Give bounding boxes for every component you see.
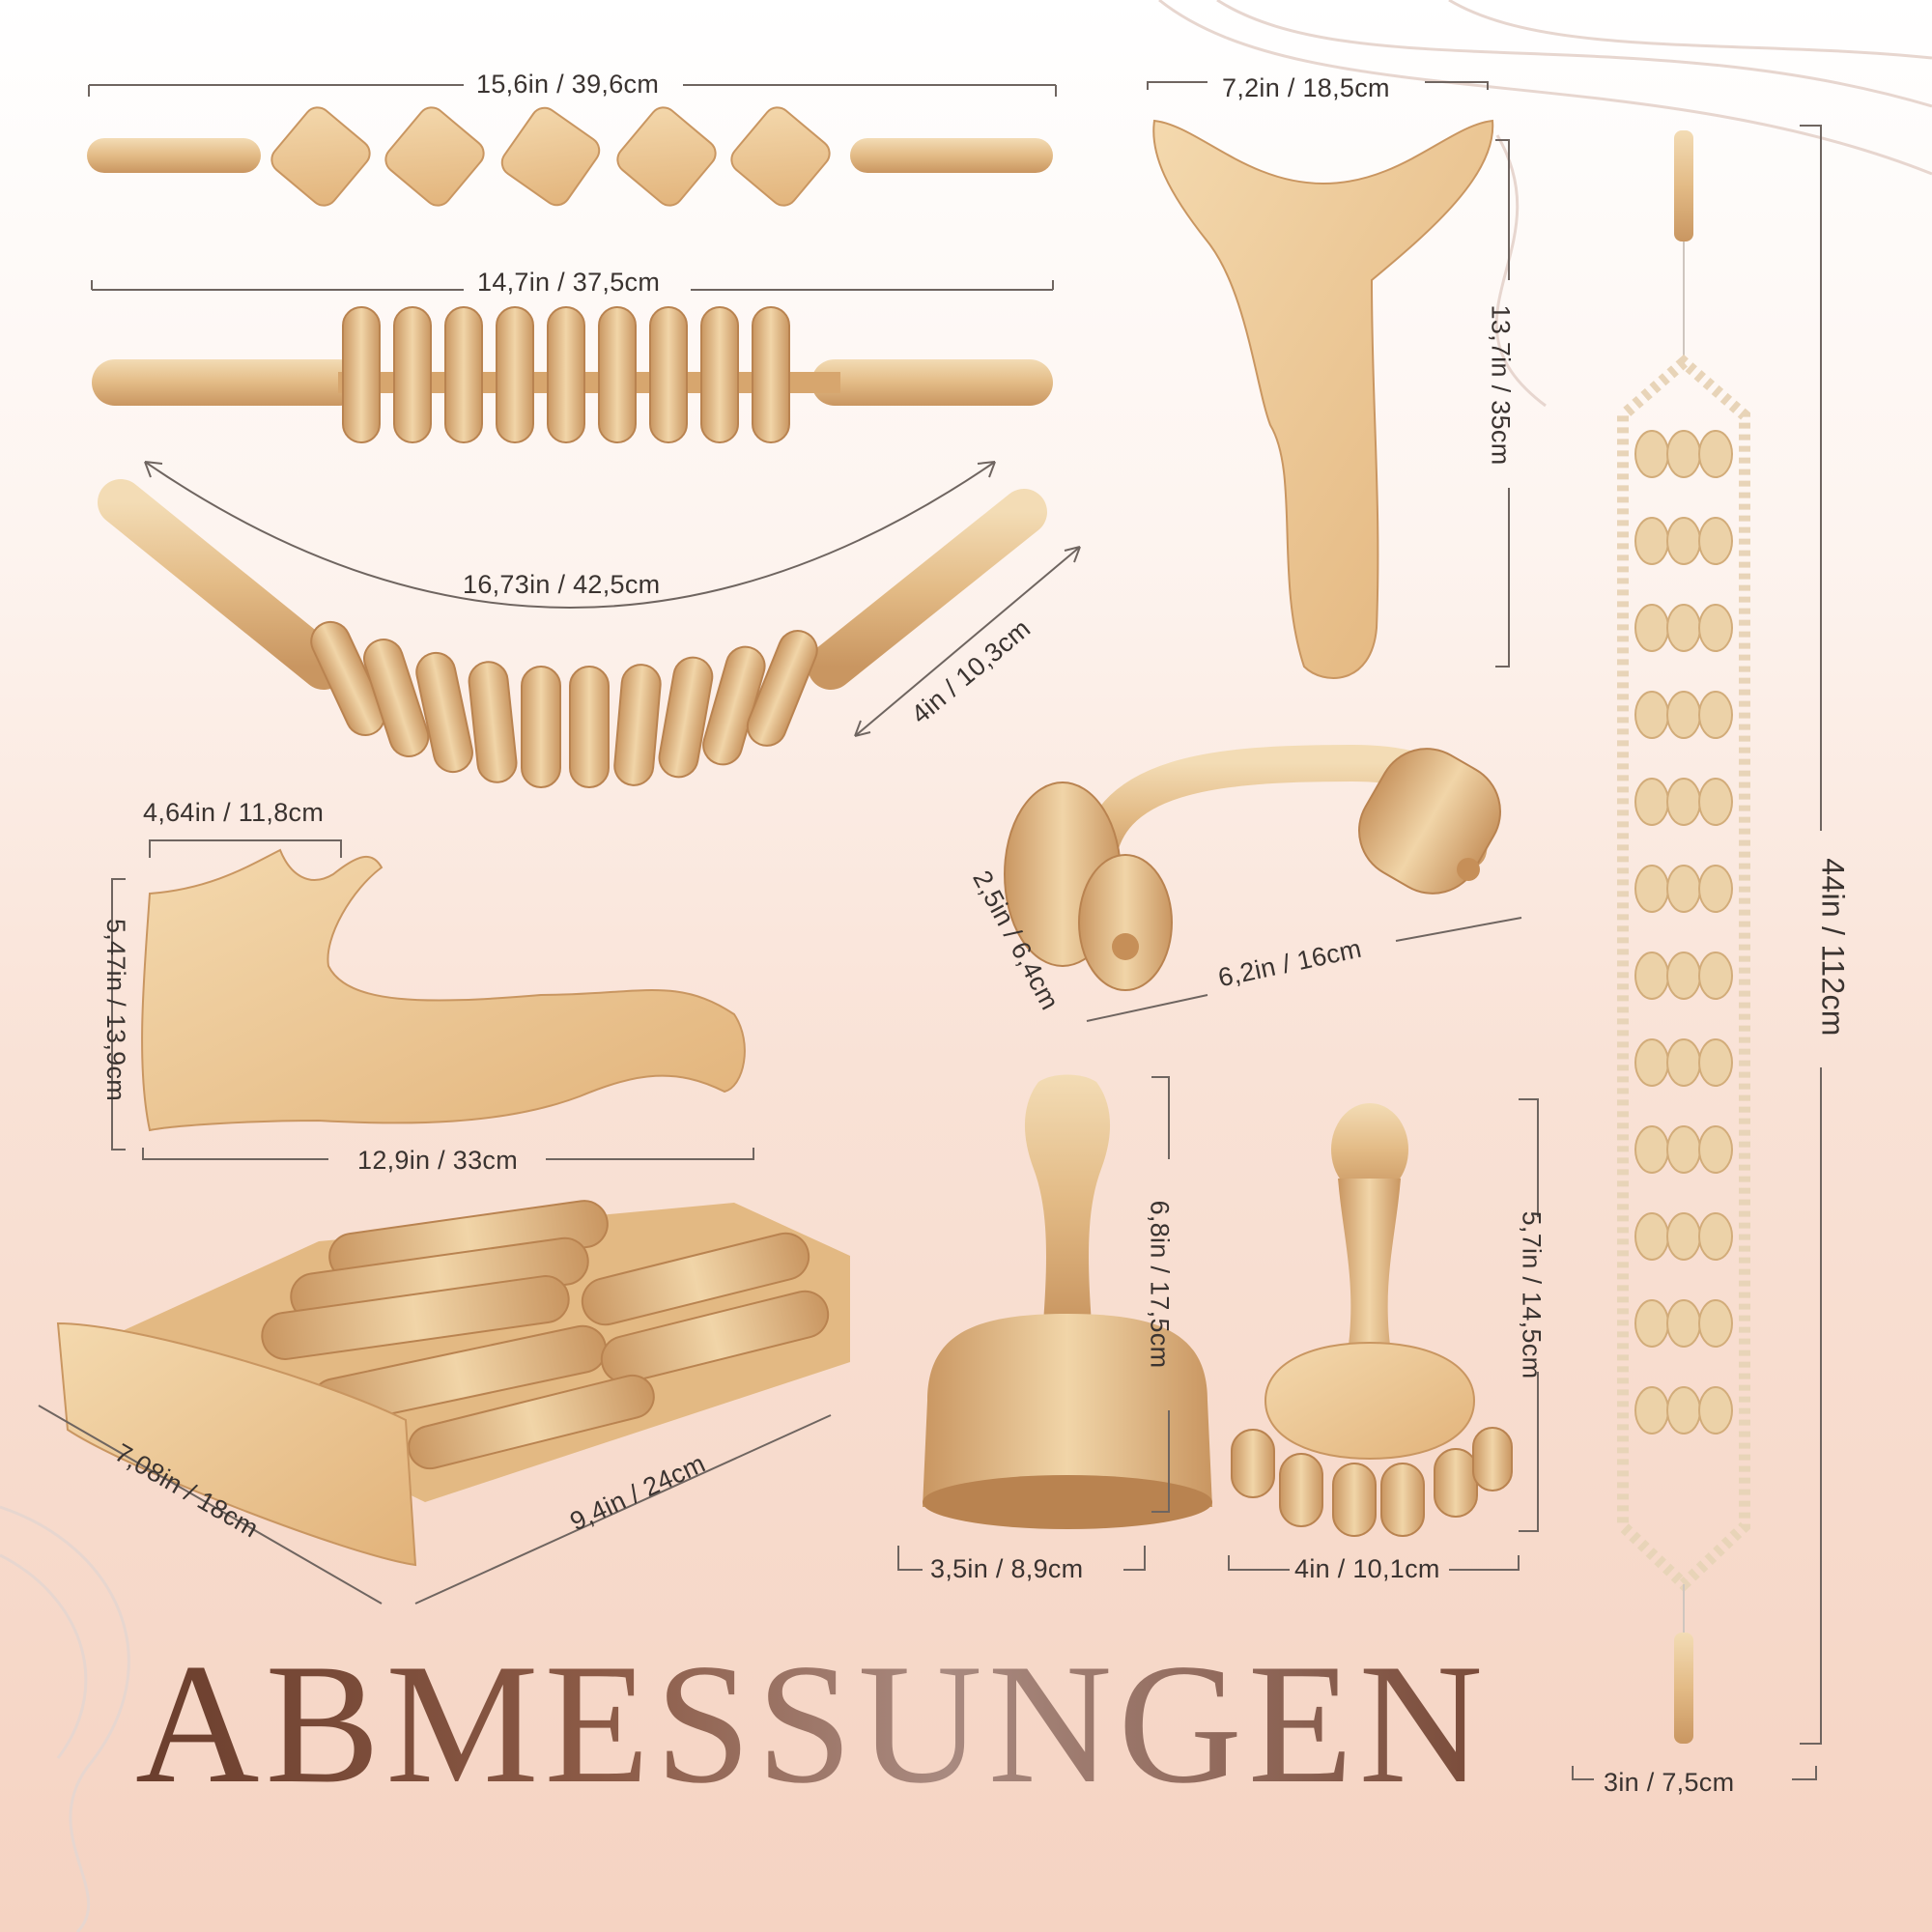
bead xyxy=(1698,1125,1733,1174)
dim-line-face-roller xyxy=(1086,917,1522,1022)
bead xyxy=(1698,1386,1733,1435)
bead xyxy=(1634,1125,1669,1174)
bead xyxy=(1634,1299,1669,1348)
dim-label-cup-width: 3,5in / 8,9cm xyxy=(930,1554,1084,1583)
dim-label-wheel-roller-length: 14,7in / 37,5cm xyxy=(477,268,661,297)
bead xyxy=(1634,430,1669,478)
bead xyxy=(1634,1038,1669,1087)
bead xyxy=(1666,778,1701,826)
dim-line-gua-sha-board xyxy=(111,839,754,1160)
bead xyxy=(1634,604,1669,652)
dim-line-y-scraper xyxy=(1147,81,1510,668)
bead xyxy=(1634,1212,1669,1261)
dim-label-gua-sha-length: 12,9in / 33cm xyxy=(357,1146,518,1175)
bead xyxy=(1698,778,1733,826)
bead xyxy=(1698,1212,1733,1261)
bead xyxy=(1666,517,1701,565)
bead xyxy=(1666,1125,1701,1174)
dim-label-gua-sha-height: 5,47in / 13,9cm xyxy=(101,918,131,1102)
dim-label-back-beads-width: 3in / 7,5cm xyxy=(1604,1768,1735,1797)
dim-line-curved-roller xyxy=(144,461,1081,737)
dim-label-cube-roller-length: 15,6in / 39,6cm xyxy=(476,70,660,99)
curved-roller xyxy=(98,479,1047,788)
bead xyxy=(1698,517,1733,565)
cup xyxy=(923,1074,1212,1529)
wheel-roller xyxy=(92,306,1053,443)
bead xyxy=(1698,1299,1733,1348)
bead xyxy=(1666,604,1701,652)
dim-line-mushroom-massager xyxy=(1228,1098,1539,1571)
dim-label-y-scraper-height: 13,7in / 35cm xyxy=(1486,304,1516,466)
bead xyxy=(1634,952,1669,1000)
bead xyxy=(1698,430,1733,478)
dim-line-back-beads xyxy=(1572,125,1822,1780)
back-beads xyxy=(1617,130,1750,1744)
bead xyxy=(1698,604,1733,652)
dim-label-cup-height: 6,8in / 17,5cm xyxy=(1145,1200,1175,1369)
bead xyxy=(1666,952,1701,1000)
bead xyxy=(1666,1212,1701,1261)
dim-line-foot-roller xyxy=(38,1405,832,1605)
bead xyxy=(1698,952,1733,1000)
bead xyxy=(1698,691,1733,739)
dim-label-y-scraper-width: 7,2in / 18,5cm xyxy=(1222,73,1390,102)
bead xyxy=(1698,865,1733,913)
cube-roller xyxy=(87,106,1053,207)
bead xyxy=(1666,1038,1701,1087)
bead xyxy=(1634,778,1669,826)
dim-label-gua-sha-width: 4,64in / 11,8cm xyxy=(143,798,325,827)
mushroom-massager xyxy=(1231,1103,1513,1537)
bead xyxy=(1666,691,1701,739)
y-scraper xyxy=(1152,119,1494,679)
bead xyxy=(1634,517,1669,565)
dim-label-mushroom-height: 5,7in / 14,5cm xyxy=(1517,1210,1547,1379)
bead xyxy=(1634,691,1669,739)
dim-label-back-beads-length: 44in / 112cm xyxy=(1815,858,1851,1037)
bead xyxy=(1698,1038,1733,1087)
bead xyxy=(1666,1299,1701,1348)
bead xyxy=(1666,430,1701,478)
dim-label-curved-roller-length: 16,73in / 42,5cm xyxy=(463,570,661,599)
bead xyxy=(1666,1386,1701,1435)
foot-roller xyxy=(56,1200,850,1567)
page-title: ABMESSUNGEN xyxy=(135,1628,1490,1819)
dim-line-cup xyxy=(897,1076,1170,1571)
dim-label-mushroom-width: 4in / 10,1cm xyxy=(1294,1554,1440,1583)
gua-sha-board xyxy=(141,848,746,1132)
dim-line-wheel-roller xyxy=(91,280,1054,291)
bead xyxy=(1666,865,1701,913)
bead xyxy=(1634,865,1669,913)
dim-line-cube-roller xyxy=(88,84,1057,97)
face-roller xyxy=(1004,744,1501,991)
bead xyxy=(1634,1386,1669,1435)
